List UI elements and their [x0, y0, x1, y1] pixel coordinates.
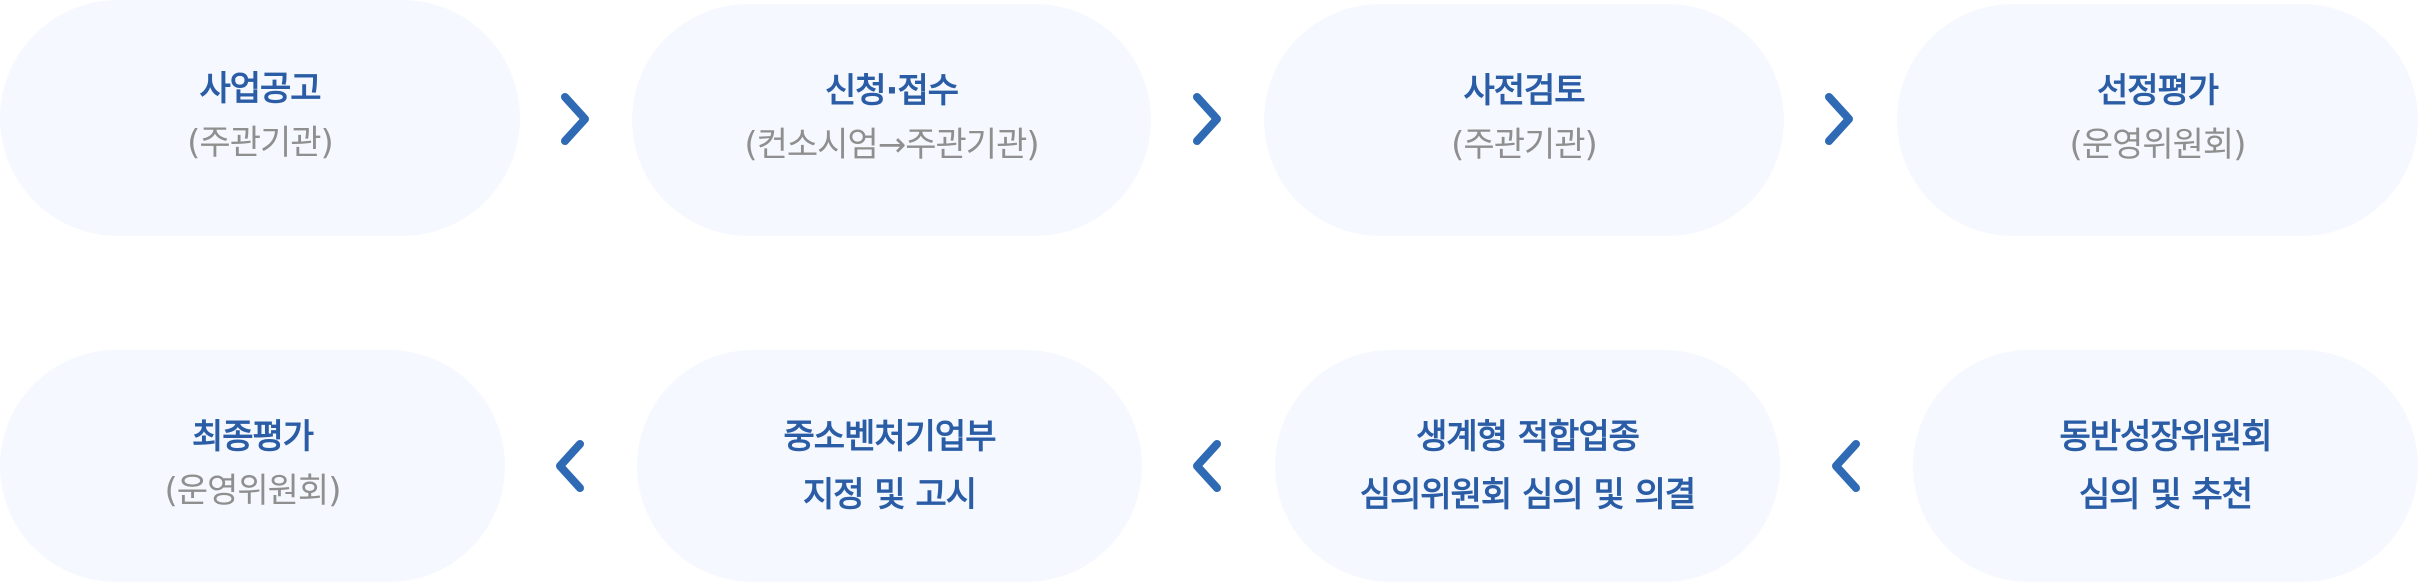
step-committee-deliberation: 생계형 적합업종 심의위원회 심의 및 의결 — [1275, 350, 1780, 582]
step-line-2: 지정 및 고시 — [802, 475, 977, 515]
step-line-1: 생계형 적합업종 — [1416, 417, 1640, 457]
chevron-left-icon — [1187, 436, 1227, 496]
chevron-left-icon — [550, 436, 590, 496]
step-title: 사전검토 — [1463, 71, 1585, 111]
chevron-right-icon — [1187, 89, 1227, 149]
step-title: 선정평가 — [2096, 71, 2219, 111]
step-line-2: 심의위원회 심의 및 의결 — [1359, 475, 1696, 515]
step-line-2: 심의 및 추천 — [2078, 475, 2253, 515]
step-title: 최종평가 — [191, 417, 314, 457]
step-pre-review: 사전검토 (주관기관) — [1264, 4, 1784, 236]
step-ministry-designation: 중소벤처기업부 지정 및 고시 — [637, 350, 1142, 582]
step-line-1: 중소벤처기업부 — [783, 417, 997, 457]
step-shared-growth-recommendation: 동반성장위원회 심의 및 추천 — [1913, 350, 2418, 582]
step-line-1: 동반성장위원회 — [2059, 417, 2273, 457]
step-business-announcement: 사업공고 (주관기관) — [0, 0, 520, 236]
step-subtitle: (주관기관) — [187, 123, 334, 163]
chevron-left-icon — [1826, 436, 1866, 496]
step-subtitle: (컨소시엄→주관기관) — [744, 125, 1039, 165]
chevron-right-icon — [555, 89, 595, 149]
step-title: 신청·접수 — [824, 71, 959, 111]
step-subtitle: (주관기관) — [1451, 125, 1598, 165]
chevron-right-icon — [1819, 89, 1859, 149]
step-subtitle: (운영위원회) — [2069, 125, 2247, 165]
step-title: 사업공고 — [199, 69, 321, 109]
step-selection-evaluation: 선정평가 (운영위원회) — [1897, 4, 2418, 236]
step-subtitle: (운영위원회) — [164, 471, 342, 511]
step-final-evaluation: 최종평가 (운영위원회) — [0, 350, 505, 582]
step-application-receipt: 신청·접수 (컨소시엄→주관기관) — [632, 4, 1151, 236]
